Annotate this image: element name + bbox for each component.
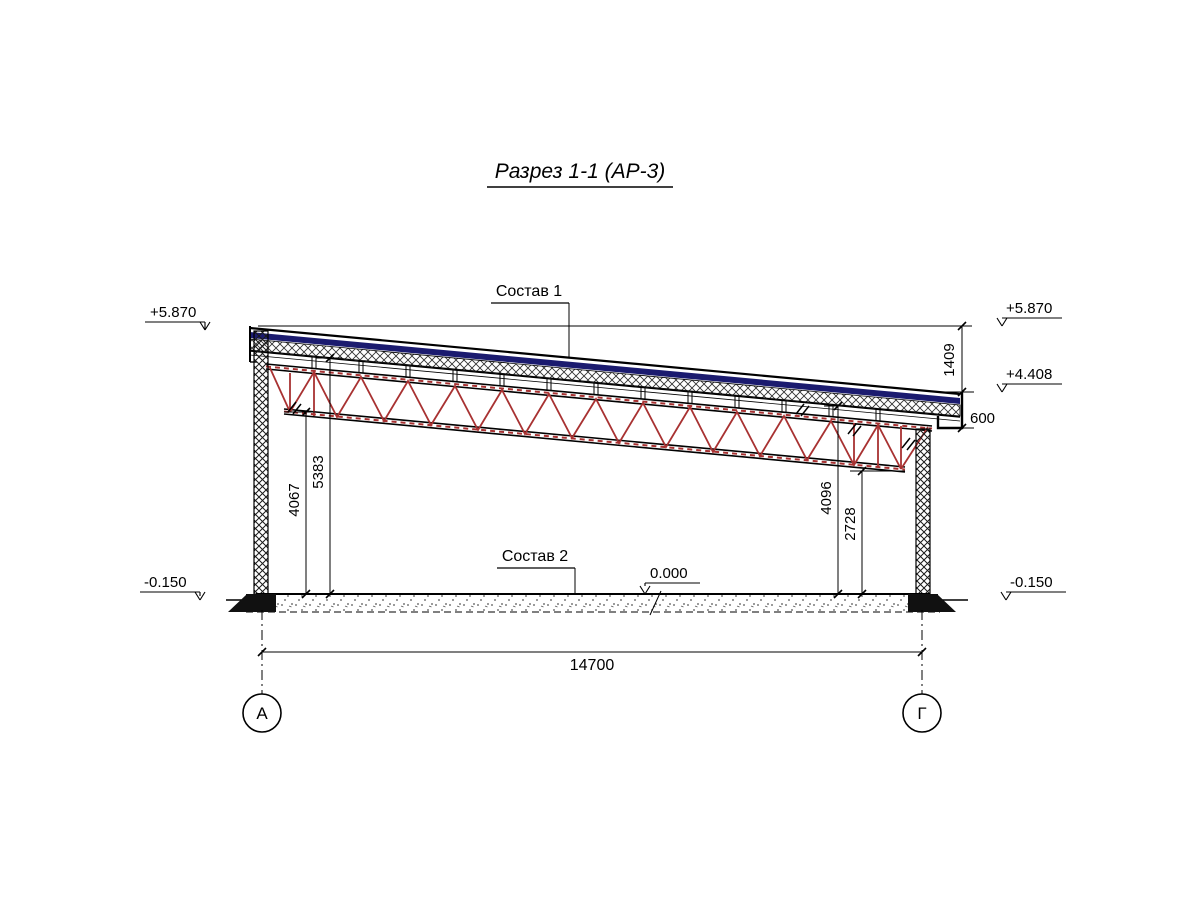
dim-left-to-truss-value: 4067: [286, 483, 303, 516]
callout-sostav2: Состав 2: [502, 548, 568, 565]
span-tick-right: [917, 647, 927, 657]
dim-left-to-roof-value: 5383: [310, 455, 327, 488]
roof-top-line: [249, 326, 961, 396]
axis-bubble-left: [242, 693, 282, 733]
elevation-right-top-value: +5.870: [1006, 300, 1052, 317]
truss-web-members: [269, 367, 929, 470]
truss-chords: [265, 363, 933, 473]
right-ground-wedge: [938, 595, 956, 612]
axis-label-left: А: [256, 704, 268, 723]
floor-slab: [256, 594, 930, 612]
elevation-left-top-value: +5.870: [150, 304, 196, 321]
span-tick-left: [257, 647, 267, 657]
elevation-left-ground-value: -0.150: [144, 574, 187, 591]
axis-label-right: Г: [917, 704, 926, 723]
dim-right-to-roof-value: 4096: [818, 481, 835, 514]
elevation-floor: 0.000: [639, 565, 700, 595]
left-wall: [253, 330, 269, 595]
axis-bubble-right: [902, 693, 942, 733]
callouts: Состав 1 Состав 2: [258, 283, 972, 593]
floor-and-ground: [226, 590, 968, 616]
dim-left-to-truss: 4067: [284, 407, 318, 599]
elevation-floor-value: 0.000: [650, 565, 688, 582]
right-wall: [915, 428, 931, 595]
purlin-ticks: [311, 357, 881, 422]
dim-right-to-truss-value: 2728: [842, 507, 859, 540]
roof-deck-line-2: [249, 354, 961, 422]
dim-left-to-roof: 5383: [310, 353, 342, 599]
left-foundation: [246, 594, 276, 612]
elevation-left-top: +5.870: [145, 304, 211, 331]
drawing-header: Разрез 1-1 (АР-3): [487, 160, 673, 188]
walls: [253, 330, 931, 595]
roof-assembly: [249, 326, 964, 430]
roof-membrane-band: [250, 332, 960, 404]
elevation-right-eave: +4.408: [996, 366, 1062, 393]
span-dim-value: 14700: [570, 657, 615, 674]
page-title: Разрез 1-1 (АР-3): [495, 160, 666, 183]
elevation-right-ground-value: -0.150: [1010, 574, 1053, 591]
dim-roof-drop: 1409 600: [936, 321, 995, 433]
truss-chord-section-marks: [265, 365, 933, 471]
dim-right-to-truss: 2728: [842, 466, 905, 599]
elevation-right-eave-value: +4.408: [1006, 366, 1052, 383]
elevation-right-ground: -0.150: [1000, 574, 1066, 601]
dim-edge-beam-value: 600: [970, 410, 995, 427]
span-dimension-and-axes: 14700 А Г: [242, 610, 942, 733]
callout-sostav1: Состав 1: [496, 283, 562, 300]
elevation-marks: +5.870 +5.870 +4.408 -0.150 -0.150: [140, 300, 1066, 601]
vertical-dimensions: 1409 600 4067 5383 4096: [284, 321, 995, 599]
left-ground-wedge: [228, 595, 246, 612]
roof-truss: [265, 363, 933, 473]
elevation-right-top: +5.870: [996, 300, 1062, 327]
elevation-left-ground: -0.150: [140, 574, 206, 601]
dim-roof-drop-value: 1409: [941, 343, 958, 376]
right-foundation: [908, 594, 938, 612]
truss-splice-marks: [287, 401, 916, 451]
dim-right-to-roof: 4096: [818, 401, 852, 599]
slab-break-mark: [649, 590, 662, 616]
